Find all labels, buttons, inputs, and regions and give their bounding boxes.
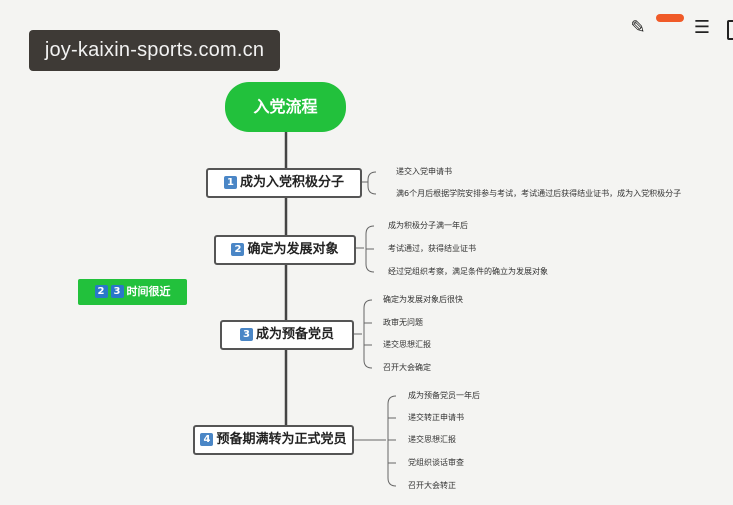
leaf-item: 递交思想汇报 [408, 435, 456, 444]
leaf-item: 召开大会转正 [408, 481, 456, 490]
leaf-item: 确定为发展对象后很快 [383, 295, 463, 304]
step-number-badge: 2 [94, 285, 108, 298]
leaf-item: 递交思想汇报 [383, 340, 431, 349]
stage-label: 预备期满转为正式党员 [216, 432, 347, 447]
pencil-icon[interactable]: ✎ [630, 17, 646, 38]
step-number-badge: 2 [231, 243, 245, 256]
leaf-item: 政审无问题 [383, 318, 423, 327]
leaf-item: 递交入党申请书 [396, 167, 452, 176]
leaf-item: 成为预备党员一年后 [408, 391, 480, 400]
notification-badge [656, 14, 684, 22]
leaf-item: 满6个月后根据学院安排参与考试，考试通过后获得结业证书，成为入党积极分子 [396, 189, 682, 198]
watermark: joy-kaixin-sports.com.cn [29, 30, 280, 71]
step-number-badge: 4 [200, 433, 214, 446]
stage-label: 确定为发展对象 [247, 242, 339, 257]
side-note-text: 时间很近 [126, 285, 171, 298]
stage-label: 成为入党积极分子 [239, 175, 344, 190]
stage-label: 成为预备党员 [255, 327, 334, 342]
step-number-badge: 3 [239, 328, 253, 341]
step-number-badge: 1 [223, 176, 237, 189]
leaf-item: 考试通过，获得结业证书 [388, 244, 476, 253]
leaf-item: 递交转正申请书 [408, 413, 464, 422]
leaf-item: 成为积极分子满一年后 [388, 221, 468, 230]
root-node: 入党流程 [225, 82, 346, 132]
list-icon[interactable]: ☰ [693, 17, 711, 38]
leaf-item: 召开大会确定 [383, 363, 431, 372]
leaf-item: 党组织谈话审查 [408, 458, 464, 467]
window-icon[interactable] [727, 20, 733, 40]
step-number-badge: 3 [110, 285, 124, 298]
leaf-item: 经过党组织考察，满足条件的确立为发展对象 [388, 267, 548, 276]
